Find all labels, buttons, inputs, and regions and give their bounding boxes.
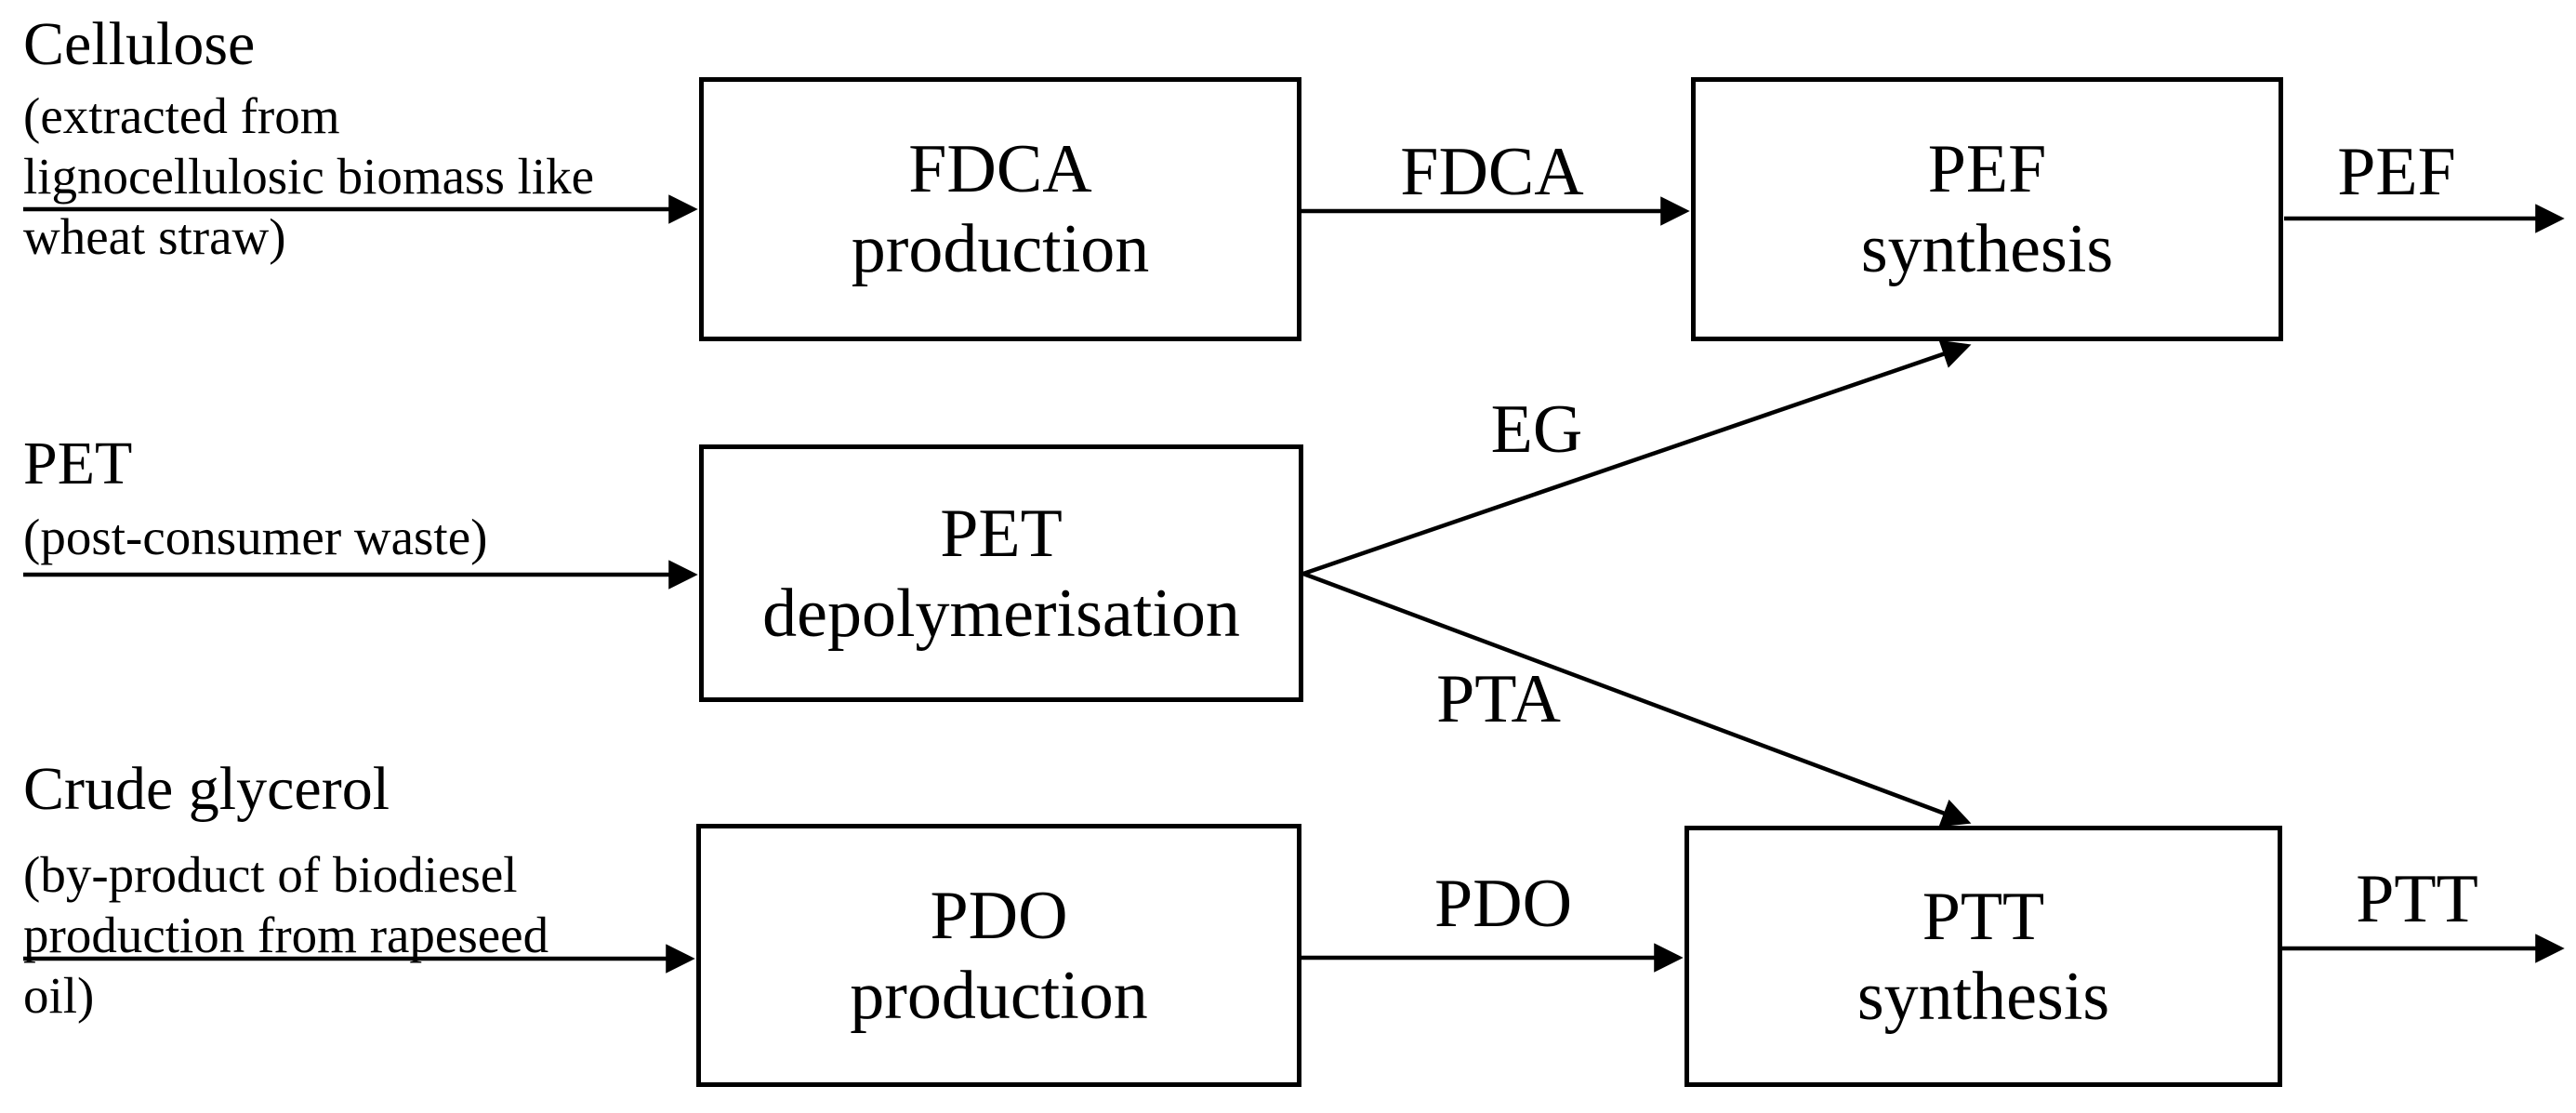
- process-box-ptt-synthesis: PTT synthesis: [1684, 826, 2282, 1087]
- process-box-pdo-production: PDO production: [696, 824, 1301, 1087]
- process-box-pet-depolymerisation: PET depolymerisation: [699, 444, 1303, 702]
- input-title-crude-glycerol: Crude glycerol: [23, 755, 390, 823]
- input-subtitle-pet: (post-consumer waste): [23, 509, 488, 565]
- process-box-pef-synthesis: PEF synthesis: [1691, 77, 2283, 341]
- input-subtitle-crude-glycerol: (by-product of biodiesel production from…: [23, 846, 549, 1024]
- input-subtitle-cellulose: (extracted from lignocellulosic biomass …: [23, 87, 595, 265]
- arrow-eg-to-pef-synthesis: [1302, 339, 1972, 576]
- flow-label-pdo: PDO: [1433, 866, 1573, 942]
- arrow-pta-to-ptt-synthesis: [1302, 571, 1972, 828]
- flow-label-ptt: PTT: [2356, 861, 2478, 937]
- flow-label-eg: EG: [1490, 391, 1583, 468]
- input-title-cellulose: Cellulose: [23, 10, 256, 78]
- flow-label-pef: PEF: [2337, 134, 2456, 210]
- flow-label-fdca: FDCA: [1400, 134, 1584, 210]
- process-box-fdca-production: FDCA production: [699, 77, 1301, 341]
- flow-label-pta: PTA: [1436, 661, 1561, 737]
- input-title-pet: PET: [23, 430, 133, 497]
